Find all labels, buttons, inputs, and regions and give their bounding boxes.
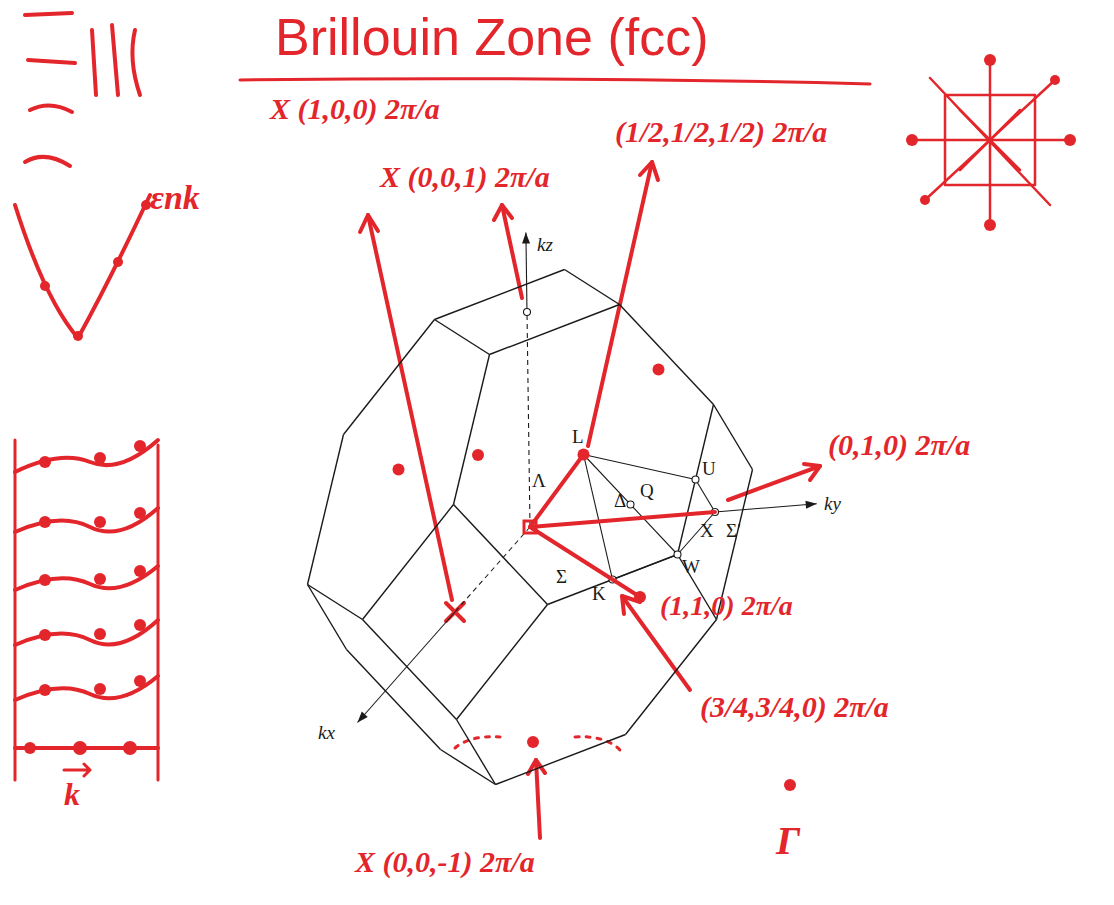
zone-edge — [308, 585, 363, 620]
zone-edge — [363, 505, 454, 620]
kx-axis — [358, 612, 456, 723]
marked-point — [527, 736, 539, 748]
zone-edge — [454, 505, 548, 605]
annotation-text: (1,1,0) 2π/a — [660, 590, 793, 622]
zone-edge — [344, 320, 435, 435]
marked-point — [578, 449, 590, 461]
zone-edge — [308, 585, 347, 650]
zone-edge — [435, 320, 490, 355]
symmetry-line — [584, 455, 678, 555]
ky-axis — [715, 504, 817, 512]
symmetry-line — [678, 512, 716, 555]
symmetry-point — [524, 309, 531, 316]
zone-edge — [565, 270, 620, 305]
point-label: Λ — [532, 470, 546, 492]
point-label: X — [700, 520, 714, 542]
slide-title: Brillouin Zone (fcc) — [275, 8, 708, 68]
zone-edge — [714, 405, 753, 470]
zone-edges — [308, 270, 753, 785]
gamma-mark — [524, 521, 536, 533]
symmetry-line — [584, 455, 613, 580]
zone-edge — [308, 435, 344, 585]
annotation-text: k — [64, 776, 80, 813]
kz-axis — [526, 232, 527, 312]
zone-edge — [490, 305, 620, 355]
marked-path — [530, 512, 715, 527]
axis-arrowhead — [805, 501, 816, 509]
annotation-text: (1/2,1/2,1/2) 2π/a — [615, 115, 827, 150]
axis-label: kz — [537, 234, 553, 256]
annotation-text: εnk — [150, 178, 200, 217]
annotation-text: X (1,0,0) 2π/a — [270, 92, 440, 127]
symmetry-line — [613, 555, 678, 580]
zone-edge — [457, 605, 548, 720]
zone-edge — [347, 650, 441, 750]
marked-path — [530, 527, 640, 597]
point-label: Q — [640, 480, 654, 502]
marked-point — [393, 464, 405, 476]
zone-edge — [454, 355, 490, 505]
symmetry-line — [584, 455, 696, 480]
axis-arrowhead — [358, 712, 368, 723]
symmetry-point — [692, 476, 699, 483]
axis-arrowhead — [522, 232, 530, 243]
axis-label: kx — [318, 722, 335, 744]
zone-edge — [457, 720, 496, 785]
marked-path — [530, 455, 584, 528]
axis-hidden — [530, 512, 715, 527]
point-label: K — [592, 583, 606, 605]
symmetry-line — [696, 480, 716, 513]
zone-edge — [363, 620, 457, 720]
annotation-text: (0,1,0) 2π/a — [828, 428, 970, 463]
axis-hidden — [455, 527, 530, 612]
zone-edge — [496, 735, 626, 785]
annotation-text: (3/4,3/4,0) 2π/a — [700, 690, 889, 725]
zone-edge — [435, 270, 565, 320]
point-label: Σ — [556, 566, 567, 588]
annotation-text: Γ — [776, 818, 800, 864]
annotation-text: X (0,0,1) 2π/a — [380, 160, 550, 195]
marked-point — [634, 591, 646, 603]
symmetry-point — [627, 501, 634, 508]
point-label: Δ — [614, 490, 626, 512]
annotation-text: X (0,0,-1) 2π/a — [355, 845, 535, 880]
marked-point — [472, 449, 484, 461]
zone-edge — [678, 405, 714, 555]
symmetry-point — [674, 551, 681, 558]
point-label: L — [572, 426, 584, 448]
zone-edge — [620, 305, 714, 405]
axis-label: ky — [824, 493, 841, 515]
zone-edge — [441, 750, 496, 785]
axis-hidden — [527, 312, 530, 527]
marked-point — [653, 364, 665, 376]
symmetry-line — [530, 455, 584, 528]
point-label: U — [702, 458, 716, 480]
point-label: W — [682, 556, 700, 578]
point-label: Σ′ — [726, 520, 741, 542]
